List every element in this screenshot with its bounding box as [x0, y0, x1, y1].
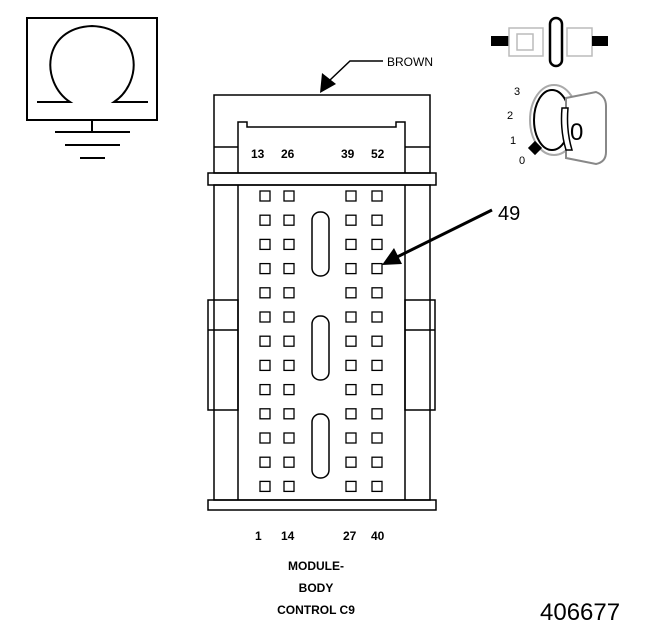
- connector-body: [207, 94, 437, 511]
- pin-cavity: [283, 383, 295, 396]
- ignition-switch-icon: 3 2 1 0 0: [507, 84, 607, 167]
- pin-cavity: [371, 238, 383, 251]
- ignition-position-label: 1: [510, 135, 516, 147]
- pin-cavity: [345, 311, 357, 323]
- pin-label-bottom: 1: [255, 529, 262, 543]
- pin-label-top: 13: [251, 147, 265, 161]
- pin-cavity: [259, 383, 271, 396]
- pin-cavity: [371, 262, 383, 275]
- pin-cavity: [371, 408, 383, 420]
- pin-cavity: [259, 238, 271, 251]
- pin-cavity: [283, 238, 295, 251]
- pin-cavity: [283, 311, 295, 323]
- pin-cavity: [371, 214, 383, 226]
- figure-number: 406677: [540, 599, 620, 626]
- pin-cavity: [345, 432, 357, 444]
- pin-cavity: [345, 238, 357, 251]
- pin-cavity: [259, 190, 271, 202]
- pin-cavity: [259, 311, 271, 323]
- ohmmeter-ground-icon: [26, 17, 158, 159]
- pin-cavity: [345, 408, 357, 420]
- pin-cavity: [259, 480, 271, 493]
- pin-label-top: 52: [371, 147, 385, 161]
- pin-cavity: [259, 287, 271, 299]
- pin-cavity: [345, 335, 357, 347]
- pin-cavity: [283, 432, 295, 444]
- pin-cavity: [283, 287, 295, 299]
- pin-cavity: [345, 262, 357, 275]
- pin-cavity: [371, 456, 383, 468]
- pin-label-top: 26: [281, 147, 295, 161]
- wire-color-label: BROWN: [387, 55, 433, 69]
- pin-cavity: [283, 214, 295, 226]
- pin-cavity: [345, 359, 357, 372]
- pin-cavity: [283, 262, 295, 275]
- pin-cavity: [259, 359, 271, 372]
- pin-callout-arrow: [382, 208, 493, 265]
- connector-name-line: MODULE-: [288, 559, 344, 573]
- pin-cavity: [259, 456, 271, 468]
- pin-cavity: [345, 287, 357, 299]
- pin-callout-label: 49: [498, 203, 520, 225]
- pin-cavity: [371, 287, 383, 299]
- pin-cavity: [345, 383, 357, 396]
- pin-label-top: 39: [341, 147, 355, 161]
- pin-cavity: [371, 335, 383, 347]
- pin-cavity: [259, 214, 271, 226]
- pin-cavity: [345, 214, 357, 226]
- ignition-position-label: 0: [519, 155, 525, 167]
- pin-label-bottom: 27: [343, 529, 357, 543]
- wire-color-leader-arrow: [320, 60, 383, 93]
- pin-cavity: [283, 456, 295, 468]
- pin-cavity: [371, 190, 383, 202]
- pin-cavity: [283, 190, 295, 202]
- connector-name-line: CONTROL C9: [277, 603, 355, 617]
- pin-cavity: [345, 190, 357, 202]
- pin-cavity: [283, 359, 295, 372]
- ignition-position-label: 3: [514, 86, 520, 98]
- pin-cavity: [259, 262, 271, 275]
- pin-cavity: [283, 408, 295, 420]
- pin-cavity: [371, 480, 383, 493]
- pin-cavity: [371, 311, 383, 323]
- pin-cavity: [371, 383, 383, 396]
- pin-label-bottom: 14: [281, 529, 295, 543]
- pin-cavity: [259, 432, 271, 444]
- ignition-position-label: 2: [507, 110, 513, 122]
- connector-name-line: BODY: [299, 581, 334, 595]
- pin-cavity: [345, 480, 357, 493]
- pin-label-bottom: 40: [371, 529, 385, 543]
- pin-cavity: [259, 408, 271, 420]
- disconnected-connector-icon: [491, 16, 608, 68]
- pin-cavity: [345, 456, 357, 468]
- pin-cavity: [371, 359, 383, 372]
- ignition-current-position: 0: [570, 119, 583, 146]
- pin-cavity: [371, 432, 383, 444]
- pin-cavity: [259, 335, 271, 347]
- pin-grid: [259, 190, 383, 493]
- pin-cavity: [283, 335, 295, 347]
- pin-cavity: [283, 480, 295, 493]
